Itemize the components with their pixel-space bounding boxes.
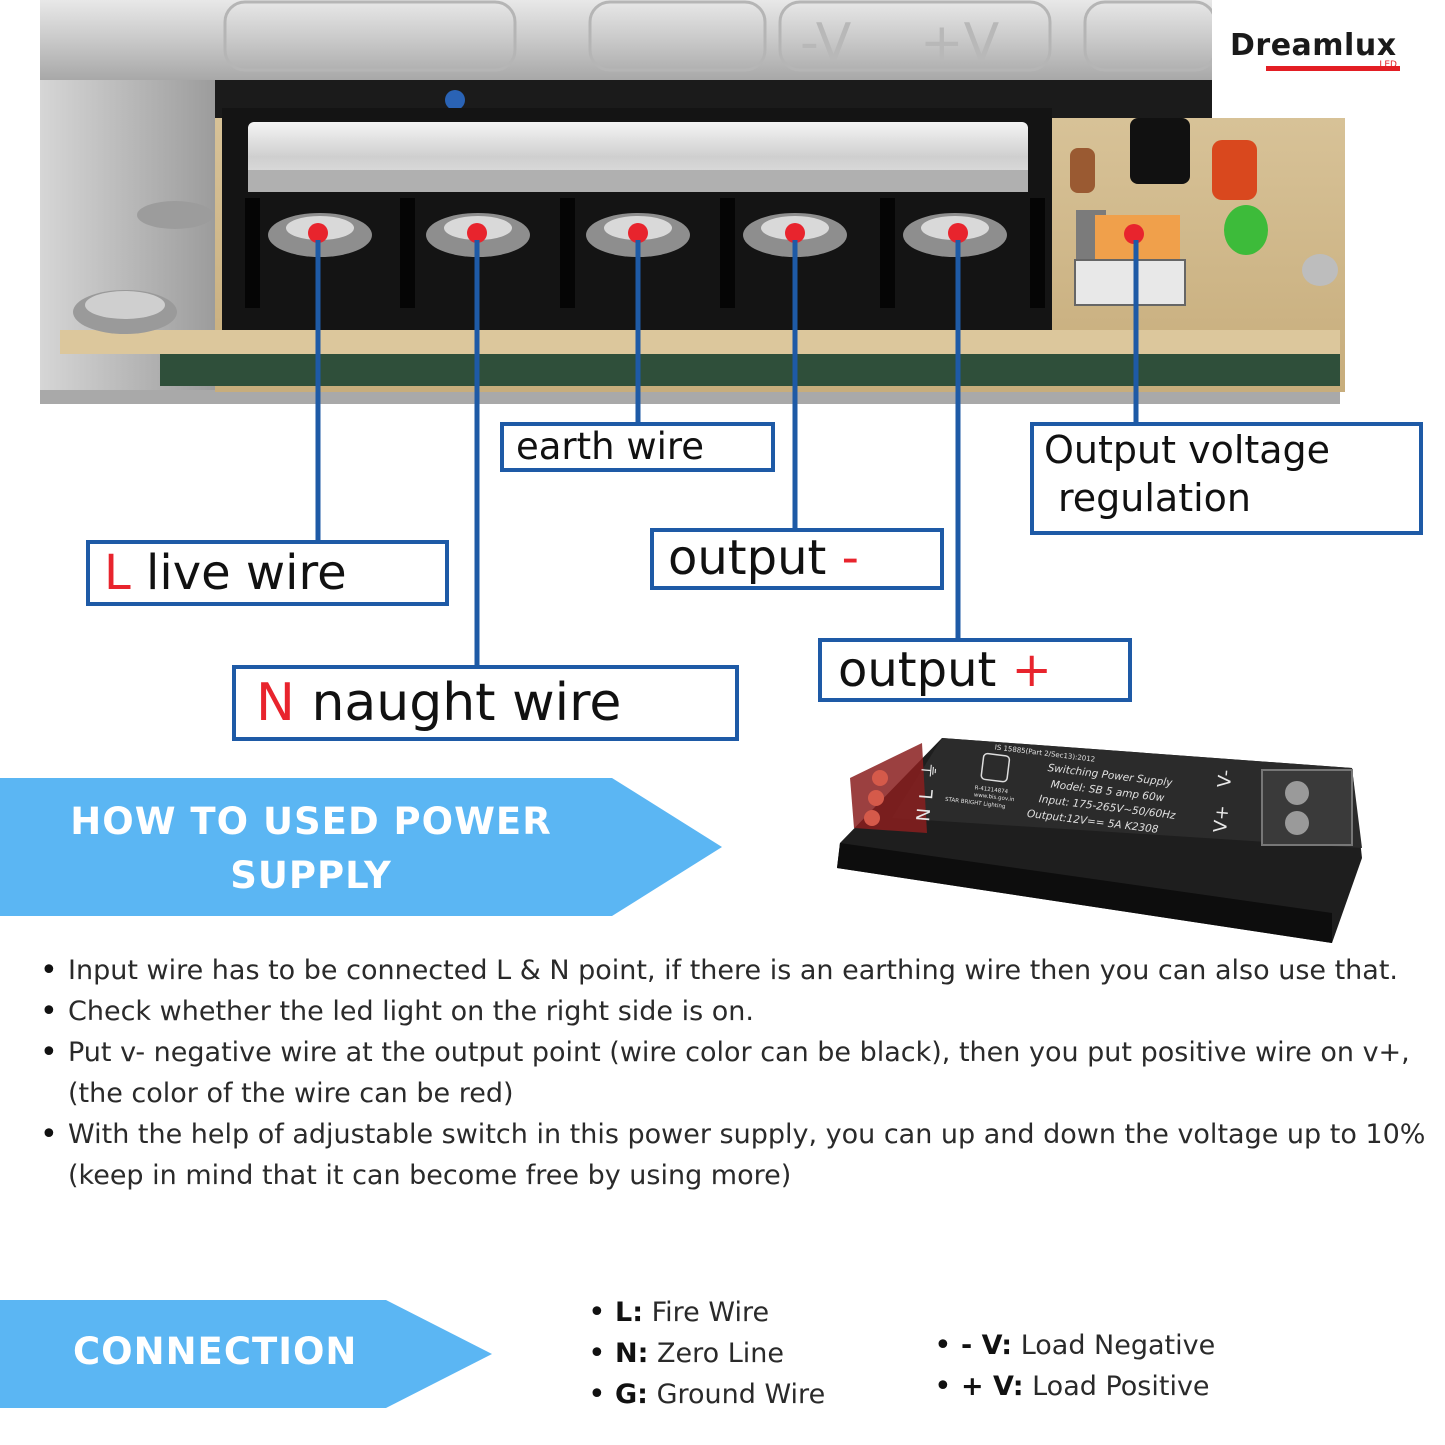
lid-plus-v-label: +V bbox=[920, 13, 1000, 73]
device-term-l: L bbox=[916, 789, 938, 801]
naught-wire-letter: N bbox=[256, 673, 295, 733]
output-positive-sign: + bbox=[1011, 642, 1052, 698]
legend-key: - V: bbox=[961, 1330, 1013, 1361]
lid-minus-v-label: -V bbox=[800, 13, 852, 73]
list-item: Input wire has to be connected L & N poi… bbox=[40, 950, 1430, 991]
list-item: G: Ground Wire bbox=[588, 1374, 825, 1415]
naught-wire-text: naught wire bbox=[311, 673, 622, 733]
bis-mark-icon bbox=[980, 752, 1011, 783]
list-item: + V: Load Positive bbox=[934, 1366, 1215, 1407]
device-term-n: N bbox=[913, 807, 935, 822]
voltage-regulation-line1: Output voltage bbox=[1044, 428, 1331, 472]
device-term-earth: ⏚ bbox=[919, 761, 941, 781]
live-wire-callout: L live wire bbox=[86, 540, 449, 606]
naught-wire-callout: N naught wire bbox=[232, 665, 739, 741]
earth-wire-callout: earth wire bbox=[500, 422, 775, 472]
live-wire-letter: L bbox=[104, 545, 131, 601]
power-supply-device-image: IS 15885(Part 2/Sec13):2012 Switching Po… bbox=[837, 738, 1362, 943]
output-negative-callout: output - bbox=[650, 528, 944, 590]
power-supply-photo: -V +V bbox=[0, 0, 1445, 410]
connection-title: CONNECTION bbox=[73, 1330, 358, 1373]
how-to-title-line2: SUPPLY bbox=[230, 854, 392, 897]
list-item: L: Fire Wire bbox=[588, 1292, 825, 1333]
list-item: - V: Load Negative bbox=[934, 1325, 1215, 1366]
legend-value: Load Negative bbox=[1020, 1330, 1216, 1361]
output-positive-callout: output + bbox=[818, 638, 1132, 702]
list-item: With the help of adjustable switch in th… bbox=[40, 1114, 1430, 1196]
brand-name: Dreamlux bbox=[1230, 28, 1397, 63]
connection-legend-left: L: Fire Wire N: Zero Line G: Ground Wire bbox=[588, 1292, 825, 1415]
connection-banner: CONNECTION bbox=[0, 1300, 492, 1408]
list-item: N: Zero Line bbox=[588, 1333, 825, 1374]
how-to-title-line1: HOW TO USED POWER bbox=[70, 800, 552, 843]
device-term-vminus: V- bbox=[1214, 769, 1236, 789]
legend-key: G: bbox=[615, 1379, 648, 1410]
earth-wire-text: earth wire bbox=[516, 425, 705, 468]
legend-value: Load Positive bbox=[1032, 1371, 1210, 1402]
voltage-regulation-line2: regulation bbox=[1058, 476, 1252, 520]
legend-value: Fire Wire bbox=[651, 1297, 770, 1328]
list-item: Put v- negative wire at the output point… bbox=[40, 1032, 1430, 1114]
output-negative-text: output bbox=[668, 530, 827, 586]
brand-sub: LED bbox=[1379, 60, 1397, 70]
device-term-vplus: V+ bbox=[1210, 804, 1233, 833]
how-to-banner: HOW TO USED POWER SUPPLY bbox=[0, 778, 722, 916]
legend-key: + V: bbox=[961, 1371, 1024, 1402]
legend-value: Ground Wire bbox=[656, 1379, 826, 1410]
output-positive-text: output bbox=[838, 642, 997, 698]
live-wire-text: live wire bbox=[146, 545, 347, 601]
logo-underline bbox=[1266, 66, 1400, 71]
device-reg: R-41214874 bbox=[974, 785, 1009, 795]
connection-legend-right: - V: Load Negative + V: Load Positive bbox=[934, 1325, 1215, 1407]
list-item: Check whether the led light on the right… bbox=[40, 991, 1430, 1032]
output-negative-sign: - bbox=[841, 530, 859, 586]
voltage-regulation-callout: Output voltage regulation bbox=[1030, 422, 1423, 535]
legend-value: Zero Line bbox=[657, 1338, 784, 1369]
legend-key: L: bbox=[615, 1297, 644, 1328]
instructions-list: Input wire has to be connected L & N poi… bbox=[40, 950, 1430, 1196]
device-site: www.bis.gov.in bbox=[973, 792, 1015, 803]
brand-logo: Dreamlux LED bbox=[1212, 0, 1420, 118]
legend-key: N: bbox=[615, 1338, 649, 1369]
